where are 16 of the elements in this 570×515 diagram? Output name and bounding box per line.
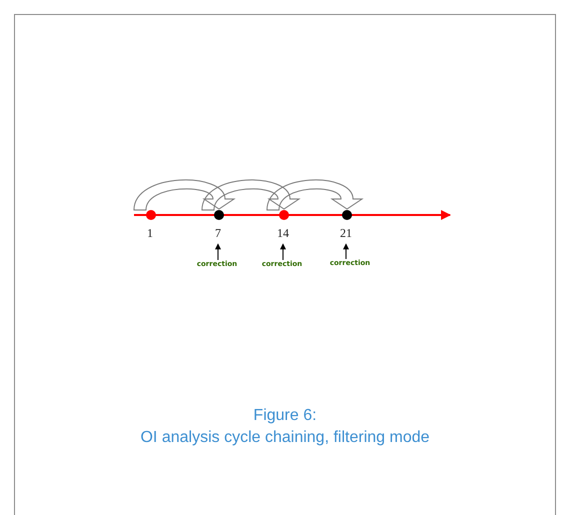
arrow: [215, 243, 221, 260]
arrow: [280, 243, 286, 260]
curved-block-arrow: [134, 180, 234, 210]
arrow: [343, 243, 349, 260]
figure-title: Figure 6:: [253, 406, 317, 426]
curved-block-arrow: [202, 180, 300, 210]
day-number: 14: [277, 227, 289, 239]
day-number: 7: [215, 227, 221, 239]
timeline-point: [146, 210, 156, 220]
day-number: 21: [340, 227, 352, 239]
figure-caption: OI analysis cycle chaining, filtering mode: [140, 428, 430, 448]
timeline-point: [214, 210, 224, 220]
timeline-point: [279, 210, 289, 220]
timeline-point: [342, 210, 352, 220]
day-number: 1: [147, 227, 153, 239]
curved-block-arrow: [266, 180, 362, 210]
